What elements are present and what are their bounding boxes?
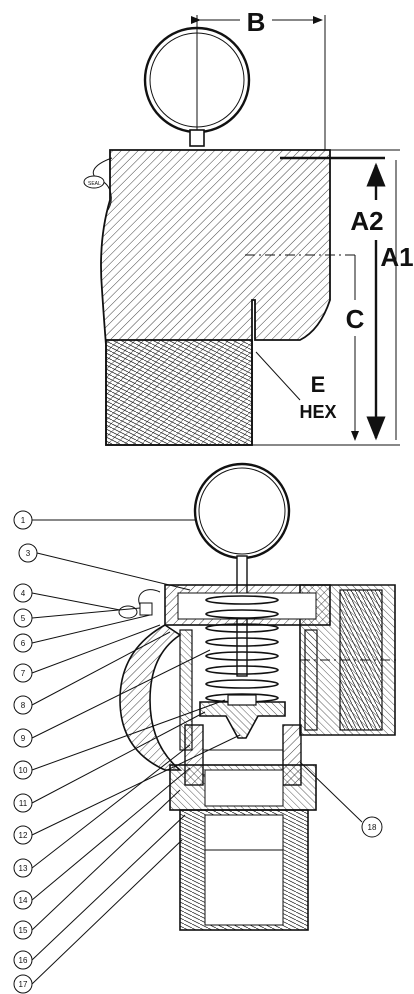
callout-17: 17 [13,839,183,994]
callout-8: 8 [13,631,171,715]
svg-text:16: 16 [19,956,28,965]
callout-13: 13 [13,744,191,878]
svg-text:6: 6 [21,639,26,648]
svg-text:18: 18 [368,823,377,832]
callout-5: 5 [13,607,141,628]
section-view [118,462,400,931]
callout-1: 1 [13,510,195,530]
callout-18: 18 [299,761,383,838]
callout-16: 16 [13,814,186,970]
svg-text:14: 14 [19,896,28,905]
svg-text:9: 9 [21,734,26,743]
dimension-c-label: C [346,304,365,334]
section-pull-ring [193,462,291,560]
callout-3: 3 [18,543,191,591]
svg-text:10: 10 [19,766,28,775]
svg-text:17: 17 [19,980,28,989]
svg-text:3: 3 [26,549,31,558]
callout-6: 6 [13,614,151,653]
svg-text:5: 5 [21,614,26,623]
svg-text:7: 7 [21,669,26,678]
external-view: SEAL B A2 A1 C E HEX [83,7,414,446]
callout-11: 11 [13,711,206,813]
svg-text:SEAL: SEAL [88,181,101,187]
dimension-hex-label: HEX [299,402,336,422]
dimension-e-label: E [311,372,326,397]
svg-text:12: 12 [19,831,28,840]
callouts: 1 3 4 5 6 7 8 [13,510,383,994]
svg-text:8: 8 [21,701,26,710]
dimension-a2-label: A2 [350,206,383,236]
svg-text:15: 15 [19,926,28,935]
svg-text:1: 1 [21,516,26,525]
svg-text:13: 13 [19,864,28,873]
callout-10: 10 [13,699,226,780]
callout-9: 9 [13,649,211,748]
callout-12: 12 [13,734,241,845]
callout-7: 7 [13,624,161,683]
dimension-a1-label: A1 [380,242,413,272]
svg-text:11: 11 [19,799,28,808]
callout-15: 15 [13,789,181,940]
callout-14: 14 [13,767,191,910]
dimension-b-label: B [247,7,266,37]
svg-text:4: 4 [21,589,26,598]
callout-4: 4 [13,583,121,611]
